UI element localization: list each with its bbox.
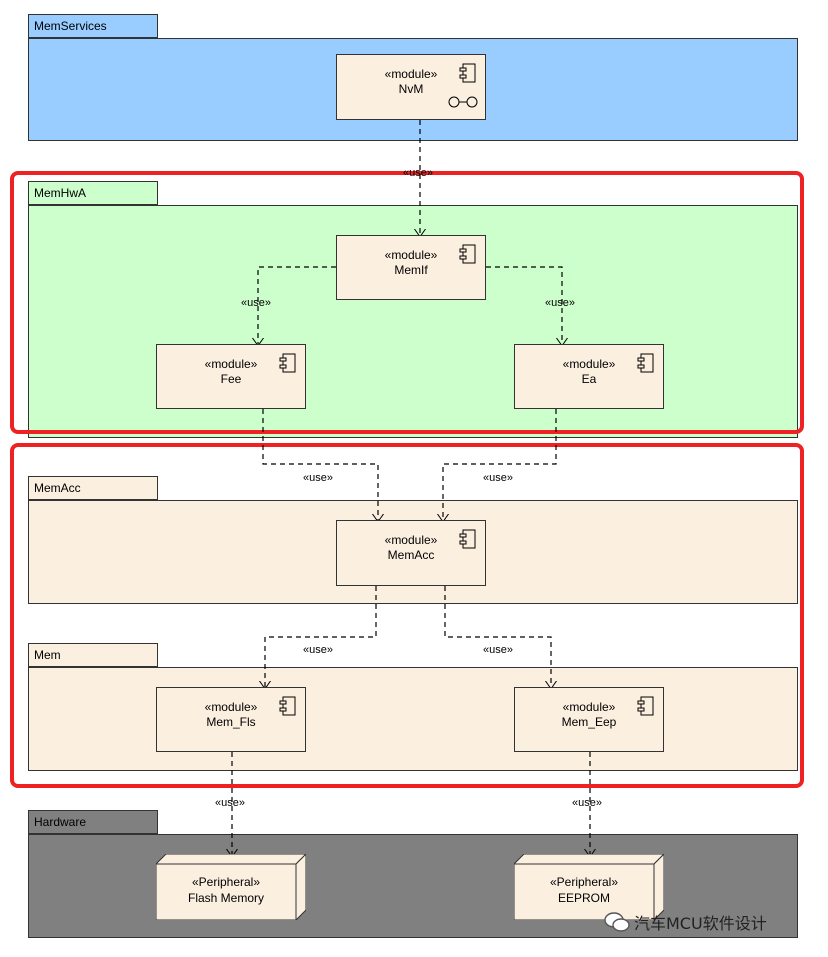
- module-stereotype: «module»: [562, 357, 616, 371]
- node-box-shape: [514, 854, 664, 920]
- watermark-text: 汽车MCU软件设计: [634, 914, 767, 933]
- connector-fee-memacc: [262, 409, 378, 521]
- use-label-fee-memacc: «use»: [303, 472, 333, 484]
- module-memacc[interactable]: «module» MemAcc: [336, 520, 486, 586]
- module-name: NvM: [398, 82, 424, 96]
- component-icon: [459, 244, 476, 264]
- peripheral-name: Flash Memory: [187, 891, 264, 905]
- connector-memif-ea: [486, 266, 562, 345]
- use-label-memif-ea: «use»: [545, 297, 575, 309]
- package-tab-memservices: MemServices: [28, 14, 158, 38]
- module-nvm[interactable]: «module» NvM: [336, 54, 486, 120]
- component-icon: [637, 353, 654, 373]
- node-box-shape: [156, 854, 306, 920]
- component-icon: [459, 63, 476, 83]
- component-icon: [279, 696, 296, 716]
- component-icon: [459, 529, 476, 549]
- module-name: MemIf: [394, 263, 428, 277]
- module-stereotype: «module»: [384, 533, 438, 547]
- module-stereotype: «module»: [204, 357, 258, 371]
- glasses-icon: [448, 96, 478, 108]
- component-icon: [279, 353, 296, 373]
- use-label-memacc-memeep: «use»: [483, 644, 513, 656]
- module-stereotype: «module»: [384, 67, 438, 81]
- module-name: Ea: [581, 372, 597, 386]
- peripheral-name: EEPROM: [557, 891, 610, 905]
- module-name: Mem_Eep: [561, 715, 617, 729]
- module-fee[interactable]: «module» Fee: [156, 344, 306, 409]
- highlight-frame-memacc-mem: [10, 443, 804, 788]
- peripheral-stereotype: «Peripheral»: [191, 875, 261, 889]
- connector-memacc-memeep: [444, 586, 551, 688]
- use-label-nvm-memif: «use»: [403, 167, 433, 179]
- package-tab-memacc: MemAcc: [28, 476, 158, 500]
- module-stereotype: «module»: [562, 700, 616, 714]
- module-stereotype: «module»: [384, 248, 438, 262]
- module-mem-fls[interactable]: «module» Mem_Fls: [156, 687, 306, 752]
- wechat-icon: [604, 912, 630, 932]
- connector-memacc-memfls: [265, 586, 377, 688]
- peripheral-flash-memory[interactable]: «Peripheral» Flash Memory: [156, 854, 306, 920]
- module-name: MemAcc: [387, 548, 435, 562]
- package-tab-mem: Mem: [28, 643, 158, 667]
- use-label-memif-fee: «use»: [241, 297, 271, 309]
- use-label-memacc-memfls: «use»: [303, 644, 333, 656]
- module-ea[interactable]: «module» Ea: [514, 344, 664, 409]
- package-tab-hardware: Hardware: [28, 810, 158, 834]
- watermark: 汽车MCU软件设计: [604, 910, 767, 934]
- use-label-memfls-flash: «use»: [215, 797, 245, 809]
- peripheral-eeprom[interactable]: «Peripheral» EEPROM: [514, 854, 664, 920]
- use-label-memeep-eeprom: «use»: [572, 797, 602, 809]
- module-name: Mem_Fls: [206, 715, 256, 729]
- module-stereotype: «module»: [204, 700, 258, 714]
- package-tab-memhwa: MemHwA: [28, 181, 158, 205]
- module-name: Fee: [220, 372, 242, 386]
- connector-ea-memacc: [443, 409, 557, 521]
- component-icon: [637, 696, 654, 716]
- module-mem-eep[interactable]: «module» Mem_Eep: [514, 687, 664, 752]
- module-memif[interactable]: «module» MemIf: [336, 235, 486, 300]
- peripheral-stereotype: «Peripheral»: [549, 875, 619, 889]
- use-label-ea-memacc: «use»: [483, 472, 513, 484]
- connector-memif-fee: [258, 266, 336, 345]
- highlight-frame-memhwa: [10, 171, 804, 434]
